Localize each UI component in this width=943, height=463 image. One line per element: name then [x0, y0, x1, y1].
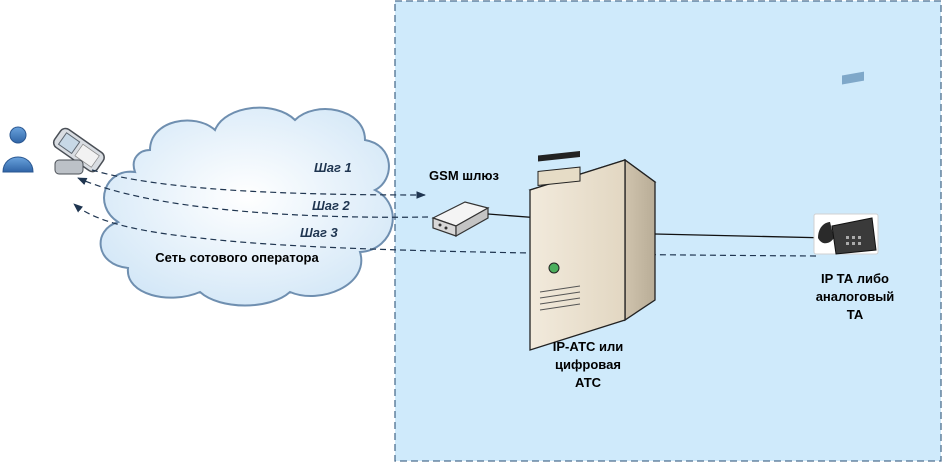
user-icon — [2, 126, 34, 173]
cloud-label: Сеть сотового оператора — [155, 250, 319, 265]
gsm-gateway-icon — [431, 201, 490, 238]
pbx-label-line2: цифровая — [555, 357, 621, 372]
desk-phone-icon — [813, 71, 879, 255]
server-icon — [528, 151, 657, 351]
pbx-label-line1: IP-АТС или — [553, 339, 624, 354]
step-2-arrow — [77, 177, 429, 218]
phone-label-line3: ТА — [847, 307, 864, 322]
phone-label-line1: IP ТА либо — [821, 271, 889, 286]
cellular-network-cloud: Сеть сотового оператора — [99, 106, 394, 307]
mobile-phone-base — [54, 159, 84, 175]
server-phone-link — [654, 233, 831, 239]
phone-label-line2: аналоговый — [816, 289, 895, 304]
mobile-phone-icon — [52, 127, 105, 173]
pbx-label-line3: АТС — [575, 375, 602, 390]
step-2-label: Шаг 2 — [312, 198, 351, 213]
step-1-arrow — [91, 169, 426, 199]
step-3-label: Шаг 3 — [300, 225, 339, 240]
gateway-label: GSM шлюз — [429, 168, 499, 183]
step-1-label: Шаг 1 — [314, 160, 352, 175]
